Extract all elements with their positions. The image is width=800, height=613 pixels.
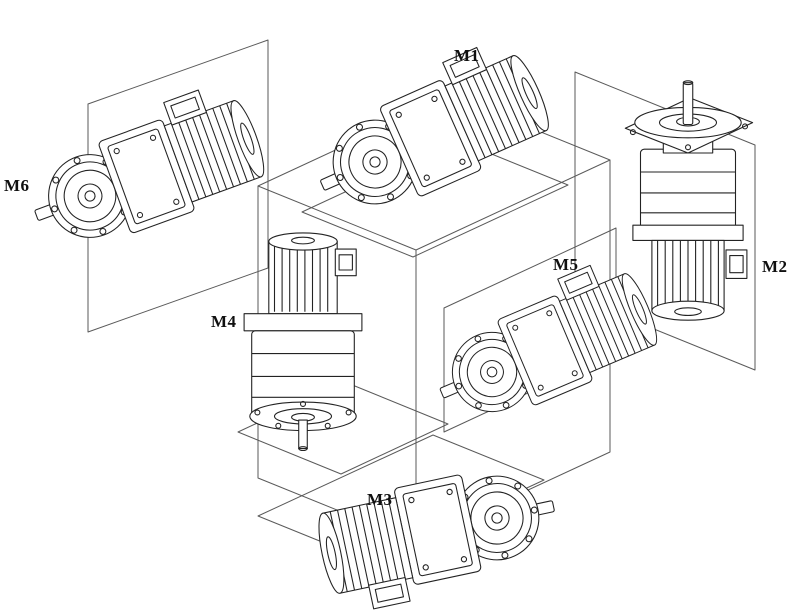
gearmotor-m4 xyxy=(243,232,363,452)
gearmotor-m6 xyxy=(14,76,274,263)
gearmotor-m1 xyxy=(296,31,560,232)
gearmotor-m5 xyxy=(417,250,667,438)
gearmotor-m2 xyxy=(624,80,754,321)
label-m3: M3 xyxy=(367,490,393,509)
label-m6: M6 xyxy=(4,176,30,195)
gearmotor-m3 xyxy=(311,456,568,613)
label-m5: M5 xyxy=(553,255,579,274)
label-m4: M4 xyxy=(211,312,237,331)
mounting-plane-m6 xyxy=(87,39,269,333)
label-m2: M2 xyxy=(762,257,788,276)
label-m1: M1 xyxy=(454,46,480,65)
